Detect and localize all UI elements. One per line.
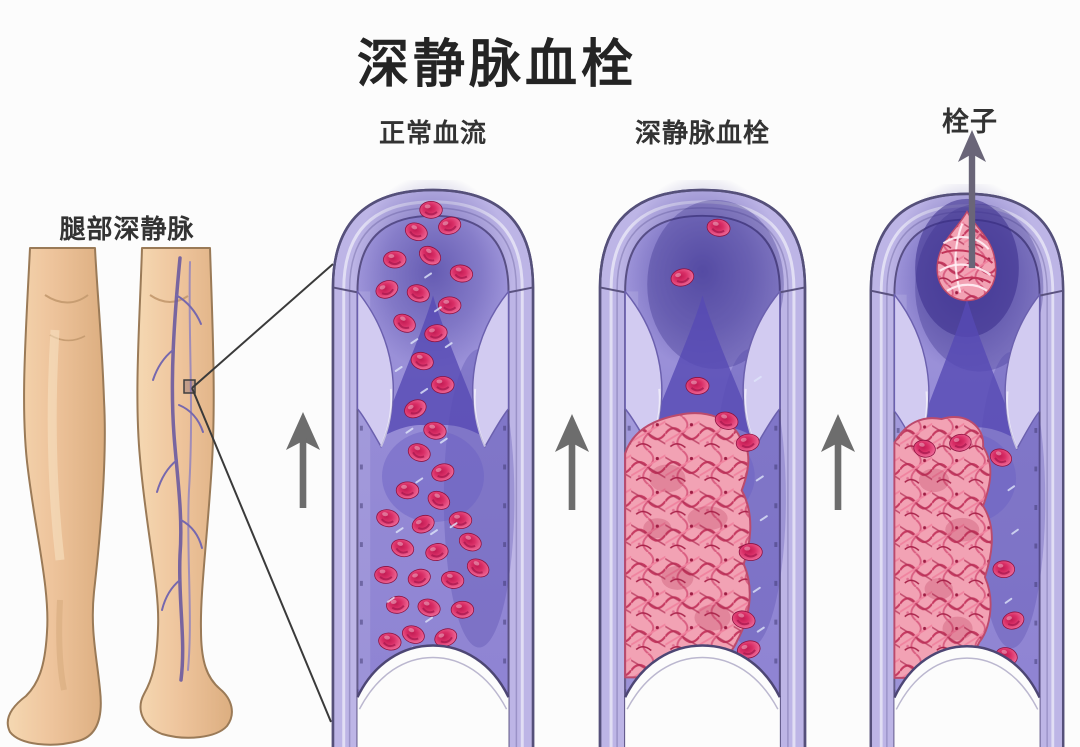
leg-panel-label: 腿部深静脉 [59, 214, 195, 244]
vein-embolus [869, 184, 1065, 747]
left-leg [6, 247, 106, 746]
dvt-label: 深静脉血栓 [634, 118, 770, 148]
right-leg [136, 247, 233, 739]
thrombus-clot [893, 416, 993, 679]
flow-up-arrow [821, 414, 855, 510]
legs-illustration [6, 247, 233, 746]
flow-up-arrow [555, 414, 589, 510]
vein-normal-flow [331, 180, 535, 747]
callout-source-marker [183, 379, 196, 394]
page-title: 深静脉血栓 [356, 36, 637, 94]
vein-dvt [598, 180, 807, 747]
embolus-label: 栓子 [942, 107, 998, 137]
normal-flow-label: 正常血流 [378, 118, 487, 148]
flow-up-arrow [286, 412, 320, 508]
embolus-up-arrow [958, 130, 986, 268]
red-blood-cells [670, 218, 768, 659]
embolus-fragment [936, 210, 997, 302]
red-blood-cells [374, 200, 490, 694]
thrombus-clot [624, 412, 752, 679]
